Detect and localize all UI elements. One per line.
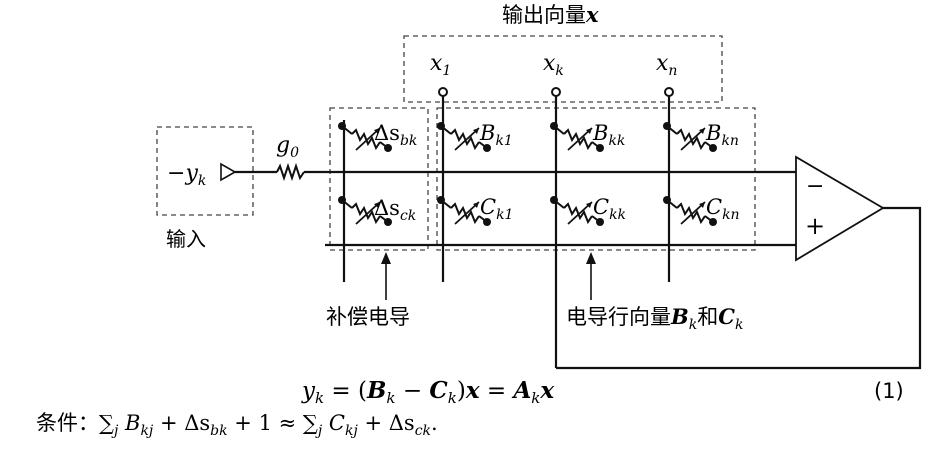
opamp-plus: + — [805, 212, 825, 240]
input-label: 输入 — [166, 227, 206, 251]
label-ck1: Ck1 — [480, 195, 513, 223]
output-title: 输出向量x — [502, 2, 599, 27]
label-xk: xk — [543, 51, 564, 79]
opamp-minus: − — [806, 174, 824, 199]
output-terminals — [438, 87, 674, 97]
label-xn: xn — [656, 51, 677, 79]
label-bk1: Bk1 — [479, 121, 513, 149]
label-arrows — [385, 260, 592, 300]
ds-bk-label: Δsbk — [374, 121, 417, 149]
equation-1: yk = (Bk − Ck)x = Akx — [301, 377, 554, 407]
row-lines — [304, 170, 796, 247]
conductance-box — [436, 107, 756, 251]
label-ckn: Ckn — [706, 195, 740, 223]
conductance-label: 电导行向量Bk和Ck — [566, 304, 743, 333]
output-box — [403, 35, 723, 103]
ds-ck-label: Δsck — [374, 196, 416, 224]
equation-number: (1) — [874, 379, 904, 403]
input-y-label: −yk — [167, 161, 206, 189]
label-ckk: Ckk — [593, 195, 626, 223]
condition-line: 条件：∑j Bkj + Δsbk + 1 ≈ ∑j Ckj + Δsck. — [36, 411, 438, 439]
feedback-wire — [556, 206, 922, 370]
input-source — [220, 162, 305, 182]
label-bkn: Bkn — [705, 121, 739, 149]
compensation-box — [329, 107, 429, 251]
label-bkk: Bkk — [592, 121, 625, 149]
label-x1: x1 — [430, 51, 451, 79]
g0-label: g0 — [276, 133, 299, 161]
op-amp — [795, 155, 885, 262]
compensation-label: 补偿电导 — [326, 305, 410, 329]
